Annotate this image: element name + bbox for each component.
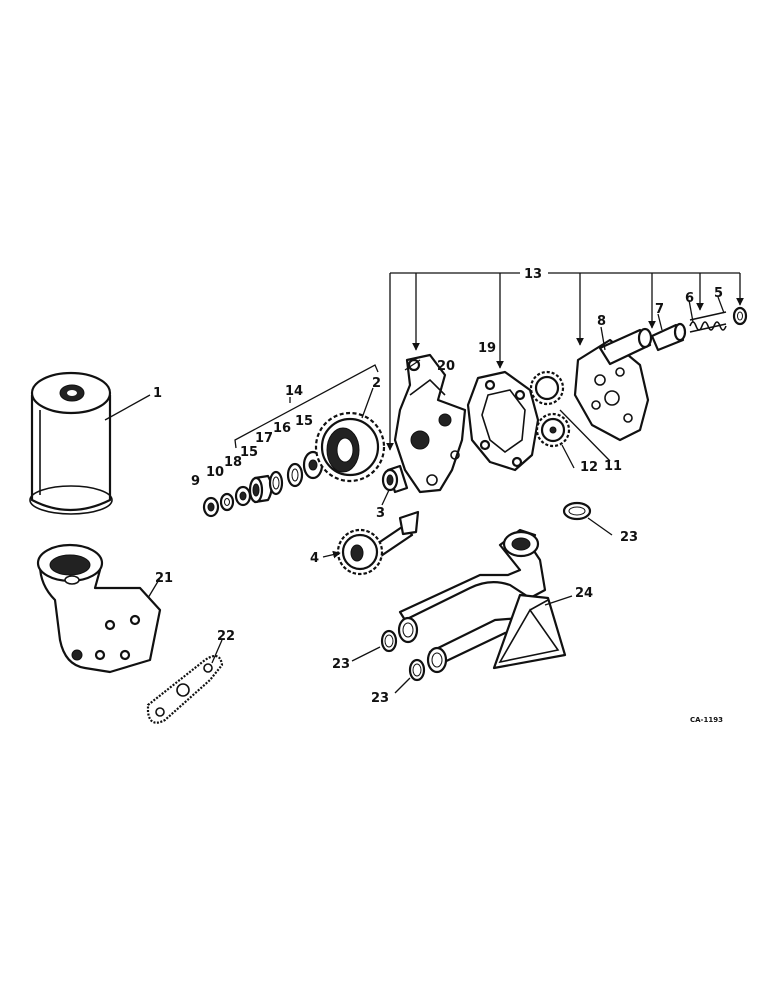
- seal-ring-lower: [408, 658, 426, 682]
- pump-plate: [573, 327, 653, 442]
- relief-valve-spring: [689, 311, 727, 333]
- relief-valve-plunger: [650, 322, 687, 352]
- callouts: 1 2 3 4 5 6 7 8 9 10 11 12 13 14 15 15 1…: [153, 267, 723, 724]
- gasket: [146, 654, 224, 724]
- leader-lines: [104, 272, 744, 694]
- drive-gear: [314, 411, 386, 483]
- callout-17: 17: [255, 431, 273, 446]
- callout-6: 6: [685, 291, 694, 306]
- callout-20: 20: [437, 359, 455, 374]
- gear-and-shaft: [336, 510, 420, 576]
- callout-15-right: 15: [295, 414, 313, 429]
- callout-4: 4: [310, 551, 319, 566]
- callout-3: 3: [376, 506, 385, 521]
- callout-11: 11: [604, 459, 622, 474]
- pump-body: [466, 370, 540, 472]
- seal-ring-top: [562, 501, 592, 521]
- callout-5: 5: [714, 286, 723, 301]
- callout-1: 1: [153, 386, 162, 401]
- callout-23-upper: 23: [332, 657, 350, 672]
- callout-24: 24: [575, 586, 593, 601]
- oil-filter-cartridge: [29, 371, 113, 515]
- callout-18: 18: [224, 455, 242, 470]
- pump-gears: [529, 370, 571, 448]
- callout-19: 19: [478, 341, 496, 356]
- callout-7: 7: [655, 302, 664, 317]
- callout-8: 8: [597, 314, 606, 329]
- callout-10: 10: [206, 465, 224, 480]
- callout-21: 21: [155, 571, 173, 586]
- callout-23-top: 23: [620, 530, 638, 545]
- seal-ring-upper: [380, 629, 398, 653]
- callout-16: 16: [273, 421, 291, 436]
- pump-cover: [393, 353, 467, 494]
- filter-base-adapter: [36, 543, 162, 674]
- callout-15-left: 15: [240, 445, 258, 460]
- callout-9: 9: [191, 474, 200, 489]
- callout-2: 2: [372, 376, 381, 391]
- callout-22: 22: [217, 629, 235, 644]
- bushing: [381, 464, 409, 494]
- washers-and-bearings: [202, 450, 324, 518]
- oil-pickup-tube: [397, 528, 567, 674]
- figure-code: CA-1193: [690, 716, 723, 724]
- callout-14: 14: [285, 384, 303, 399]
- callout-12: 12: [580, 460, 598, 475]
- callout-23-lower: 23: [371, 691, 389, 706]
- retainer-ring: [732, 306, 748, 326]
- callout-13: 13: [524, 267, 542, 282]
